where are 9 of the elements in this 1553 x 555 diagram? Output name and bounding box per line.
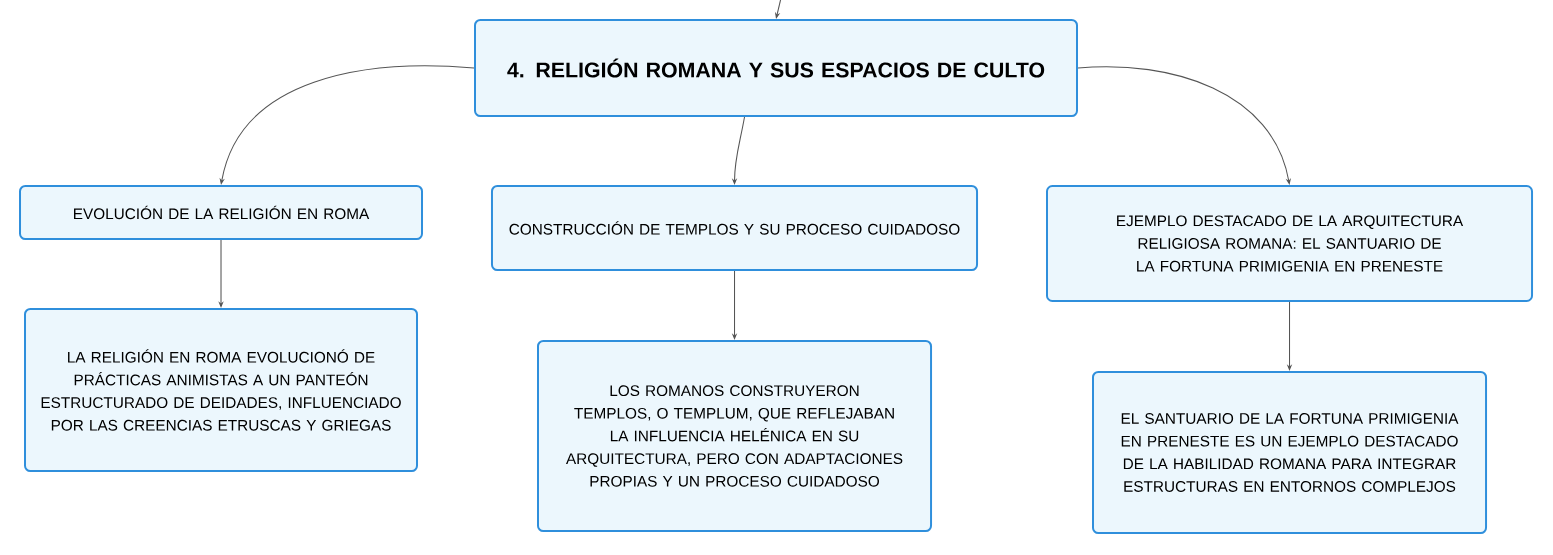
arrow — [219, 65, 475, 185]
subtopic-box: EL SANTUARIO DE LA FORTUNA PRIMIGENIA EN PRENESTE ES UN EJEMPLO DESTACADO DE LA HABILIDAD ROMANA PARA INTEGRAR ESTRUCTURAS EN ENTORNOS COMPLEJOS — [1091, 370, 1488, 534]
arrow — [1077, 66, 1292, 185]
subtopic-box: EVOLUCIÓN DE LA RELIGIÓN EN ROMA — [19, 184, 423, 240]
topic-box: 4. RELIGIÓN ROMANA Y SUS ESPACIOS DE CULTO — [474, 19, 1078, 117]
subtopic-box: EJEMPLO DESTACADO DE LA ARQUITECTURA RELIGIOSA ROMANA: EL SANTUARIO DE LA FORTUNA PRIMIGENIA EN PRENESTE — [1045, 185, 1534, 302]
subtopic-box: LA RELIGIÓN EN ROMA EVOLUCIONÓ DE PRÁCTICAS ANIMISTAS A UN PANTEÓN ESTRUCTURADO DE DEIDADES, INFLUENCIADO POR LAS CREENCIAS ETRUSCAS Y GRIEGAS — [24, 308, 418, 472]
subtopic-box: CONSTRUCCIÓN DE TEMPLOS Y SU PROCESO CUIDADOSO — [491, 185, 979, 271]
subtopic-box: LOS ROMANOS CONSTRUYERON TEMPLOS, O TEMPLUM, QUE REFLEJABAN LA INFLUENCIA HELÉNICA EN SU ARQUITECTURA, PERO CON ADAPTACIONES PROPIAS Y UN PROCESO CUIDADOSO — [537, 340, 933, 532]
